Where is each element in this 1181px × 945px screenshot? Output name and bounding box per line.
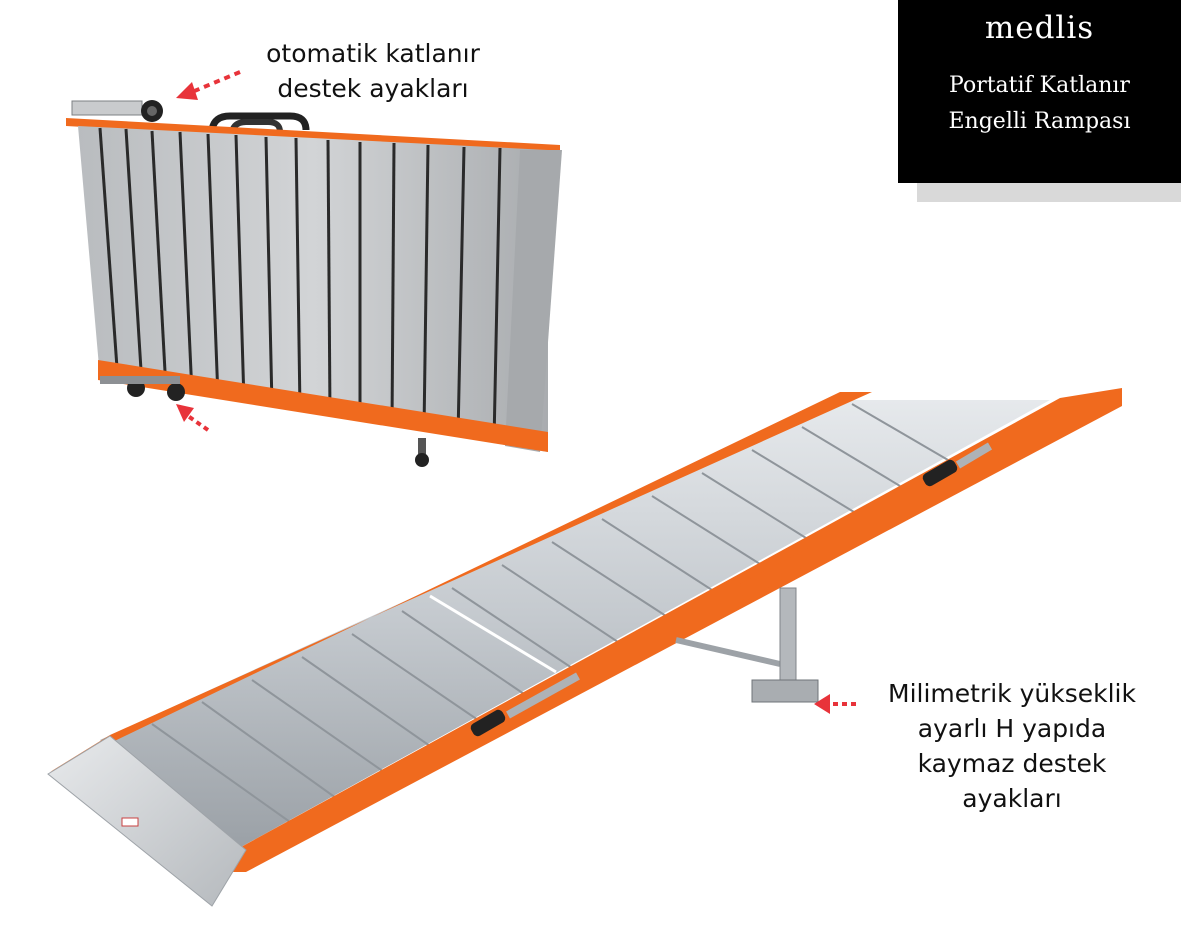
brand-subtitle-line: Portatif Katlanır <box>949 73 1130 98</box>
callout-line: Milimetrik yükseklik <box>888 679 1136 708</box>
brand-subtitle-line: Engelli Rampası <box>948 109 1131 134</box>
arrow-up-left-icon <box>176 404 210 432</box>
callout-line: kaymaz destek <box>917 749 1107 778</box>
brand-subtitle: Portatif Katlanır Engelli Rampası <box>898 68 1181 140</box>
callout-line: destek ayakları <box>277 74 469 103</box>
callout-line: ayakları <box>962 784 1062 813</box>
callout-folding-legs: otomatik katlanır destek ayakları <box>238 36 508 106</box>
brand-box: medlis Portatif Katlanır Engelli Rampası <box>898 0 1181 183</box>
callout-line: ayarlı H yapıda <box>917 714 1107 743</box>
callout-support-legs: Milimetrik yükseklik ayarlı H yapıda kay… <box>842 676 1181 816</box>
unfolded-ramp <box>47 388 1122 907</box>
brand-name: medlis <box>984 10 1095 46</box>
arrow-left-icon <box>814 694 856 714</box>
folded-ramp <box>66 100 562 467</box>
arrow-up-left-icon <box>176 70 241 100</box>
callout-line: otomatik katlanır <box>266 39 480 68</box>
